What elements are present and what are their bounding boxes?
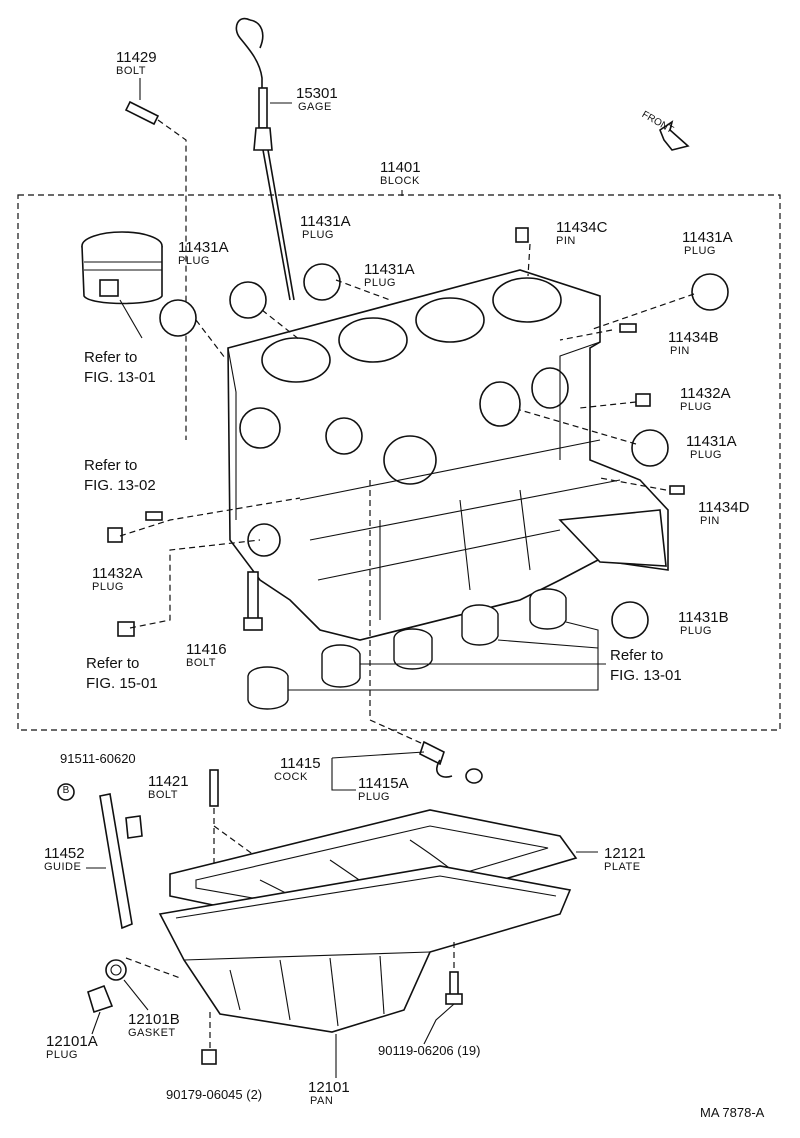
part-number-11415a: 11415A <box>358 775 409 792</box>
bolt-11416 <box>243 571 263 631</box>
part-number-11431a-left: 11431A <box>178 239 229 256</box>
plug-cup-5 <box>631 429 669 467</box>
part-number-11434b: 11434B <box>668 329 719 346</box>
plug-cup-1 <box>159 299 197 337</box>
ref-fig1302-line1: Refer to <box>84 457 138 474</box>
part-number-11401: 11401 <box>380 159 421 176</box>
part-name-pin-c: PIN <box>556 235 576 247</box>
bolt-11429 <box>124 100 187 440</box>
ref-piston-line2: FIG. 13-01 <box>84 369 156 386</box>
bearing-shells <box>247 588 567 710</box>
pin-11434b-shape <box>619 323 637 333</box>
part-number-11431a-right2: 11431A <box>686 433 737 450</box>
part-number-11432a-left: 11432A <box>92 565 143 582</box>
part-number-11452: 11452 <box>44 845 85 862</box>
part-number-12101: 12101 <box>308 1079 350 1096</box>
plug-cup-4 <box>691 273 729 311</box>
gage-dipstick <box>235 17 295 301</box>
nut-90179 <box>201 1049 217 1065</box>
cock-11415 <box>419 740 483 784</box>
ref-fig1302-line2: FIG. 13-02 <box>84 477 156 494</box>
part-name-plug-right2: PLUG <box>690 449 722 461</box>
part-name-bolt-11416: BOLT <box>186 657 216 669</box>
part-name-plug-mid: PLUG <box>364 277 396 289</box>
pin-11434d-shape <box>669 485 685 495</box>
part-number-11416: 11416 <box>186 641 227 658</box>
part-name-plug-11431b: PLUG <box>680 625 712 637</box>
part-name-pan: PAN <box>310 1095 334 1107</box>
pin-11434c-shape <box>515 227 529 243</box>
engine-block <box>227 269 669 641</box>
part-number-11434c: 11434C <box>556 219 608 236</box>
bolt-90119 <box>445 971 463 1005</box>
catalog-id: MA 7878-A <box>700 1105 765 1120</box>
plug-cup-2 <box>229 281 267 319</box>
part-name-guide: GUIDE <box>44 861 82 873</box>
part-name-pin-d: PIN <box>700 515 720 527</box>
part-name-plug-right: PLUG <box>684 245 716 257</box>
part-number-15301: 15301 <box>296 85 338 102</box>
part-name-bolt-11421: BOLT <box>148 789 178 801</box>
std-code-91511: 91511-60620 <box>60 751 136 766</box>
front-arrow <box>659 120 690 151</box>
marker-b: B <box>62 785 70 796</box>
part-name-plug-12101a: PLUG <box>46 1049 78 1061</box>
ref-piston-line1: Refer to <box>84 349 138 366</box>
part-name-cock: COCK <box>274 771 308 783</box>
part-number-11431a-mid: 11431A <box>364 261 415 278</box>
part-name-plug-11432a-right: PLUG <box>680 401 712 413</box>
part-number-11431b: 11431B <box>678 609 729 626</box>
part-name-plate: PLATE <box>604 861 641 873</box>
piston <box>81 231 163 339</box>
std-code-90179: 90179-06045 (2) <box>166 1087 263 1102</box>
ref-fig1501-line2: FIG. 15-01 <box>86 675 158 692</box>
part-number-12121: 12121 <box>604 845 646 862</box>
part-name-gasket: GASKET <box>128 1027 176 1039</box>
part-name-plug-left: PLUG <box>178 255 210 267</box>
part-number-11432a-right: 11432A <box>680 385 731 402</box>
part-number-12101b: 12101B <box>128 1011 180 1028</box>
guide-11452 <box>57 783 143 930</box>
plug-cup-3 <box>303 263 341 301</box>
part-number-11429: 11429 <box>116 49 157 66</box>
plug-11432a-shape <box>635 393 651 407</box>
plug-11432a-left-shape <box>107 527 123 543</box>
part-name-plug-top: PLUG <box>302 229 334 241</box>
part-name-gage: GAGE <box>298 101 332 113</box>
gasket-plug-12101 <box>87 959 127 1014</box>
std-code-90119: 90119-06206 (19) <box>378 1043 481 1058</box>
part-name-block: BLOCK <box>380 175 420 187</box>
pan-12101 <box>158 865 572 1033</box>
part-name-plug-11415a: PLUG <box>358 791 390 803</box>
part-number-11434d: 11434D <box>698 499 750 516</box>
part-number-11421: 11421 <box>148 773 189 790</box>
pin-left-shape <box>145 511 163 521</box>
pin-1501-shape <box>117 621 135 637</box>
ref-fig1501-line1: Refer to <box>86 655 140 672</box>
part-number-11431a-right: 11431A <box>682 229 733 246</box>
part-name-bolt: BOLT <box>116 65 146 77</box>
part-number-11431a-top: 11431A <box>300 213 351 230</box>
part-name-pin-b: PIN <box>670 345 690 357</box>
ref-bearings-line1: Refer to <box>610 647 664 664</box>
ref-bearings-line2: FIG. 13-01 <box>610 667 682 684</box>
part-number-12101a: 12101A <box>46 1033 98 1050</box>
plug-cup-6 <box>611 601 649 639</box>
part-number-11415: 11415 <box>280 755 321 772</box>
part-name-plug-11432a-left: PLUG <box>92 581 124 593</box>
